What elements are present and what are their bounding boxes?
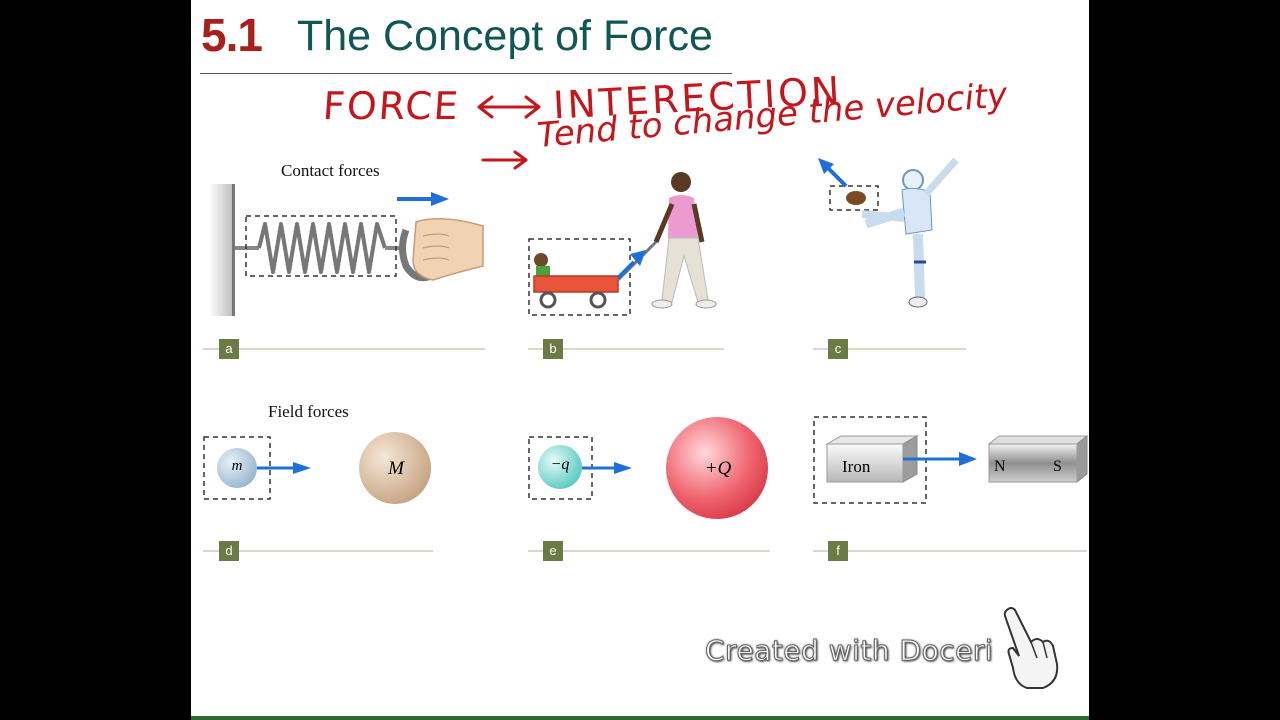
magnet-south-label: S [1053, 458, 1062, 475]
panel-b-rule [528, 348, 724, 350]
slide: 5.1 The Concept of Force Contact forces [191, 0, 1089, 716]
iron-block [826, 443, 904, 483]
panel-tag-d: d [219, 541, 239, 561]
small-mass [217, 448, 257, 488]
person [671, 172, 691, 192]
panel-d-gravity-illustration [203, 432, 431, 504]
panel-tag-b: b [543, 339, 563, 359]
panel-tag-f: f [828, 541, 848, 561]
positive-charge-label: +Q [704, 458, 732, 479]
panel-e-rule [528, 550, 770, 552]
system-boundary-box [528, 238, 631, 316]
force-arrow-b [616, 260, 636, 280]
bar-magnet [988, 443, 1078, 483]
panel-a-rule [203, 348, 485, 350]
positive-charge [666, 417, 768, 519]
football [846, 191, 866, 205]
wagon [533, 275, 619, 293]
spring [257, 222, 387, 274]
panel-d-rule [203, 550, 433, 552]
negative-charge-label: −q [550, 456, 570, 473]
hand [412, 218, 484, 281]
large-mass [359, 432, 431, 504]
contact-forces-label: Contact forces [281, 161, 380, 180]
doceri-watermark: Created with Doceri [704, 634, 994, 668]
system-boundary-box [245, 215, 397, 277]
slide-title: The Concept of Force [297, 12, 713, 60]
player [902, 169, 924, 191]
panel-c-football-illustration [818, 157, 959, 308]
panel-tag-c: c [828, 339, 848, 359]
panel-e-electric-illustration [528, 417, 768, 519]
slide-bottom-bar [191, 716, 1089, 720]
section-number: 5.1 [201, 9, 263, 61]
panel-f-rule [813, 550, 1087, 552]
magnet-north-label: N [994, 458, 1006, 475]
field-forces-label: Field forces [268, 402, 349, 421]
small-mass-label: m [231, 458, 243, 474]
panel-c-rule [813, 348, 966, 350]
panel-a-spring-illustration [209, 184, 484, 316]
iron-label: Iron [842, 457, 871, 476]
handwritten-bullet-arrow [481, 150, 528, 170]
handwritten-force: FORCE [321, 84, 462, 128]
panel-tag-a: a [219, 339, 239, 359]
panel-b-wagon-illustration [528, 172, 717, 316]
system-boundary-box [203, 436, 271, 500]
large-mass-label: M [388, 458, 404, 479]
panel-f-magnetic-illustration [813, 416, 1089, 504]
title-underline [200, 73, 732, 74]
negative-charge [538, 445, 582, 489]
wall [209, 184, 233, 316]
force-arrow-c [824, 164, 848, 188]
panel-tag-e: e [543, 541, 563, 561]
pointing-hand-icon [1003, 607, 1059, 689]
handwritten-double-arrow [477, 95, 541, 119]
